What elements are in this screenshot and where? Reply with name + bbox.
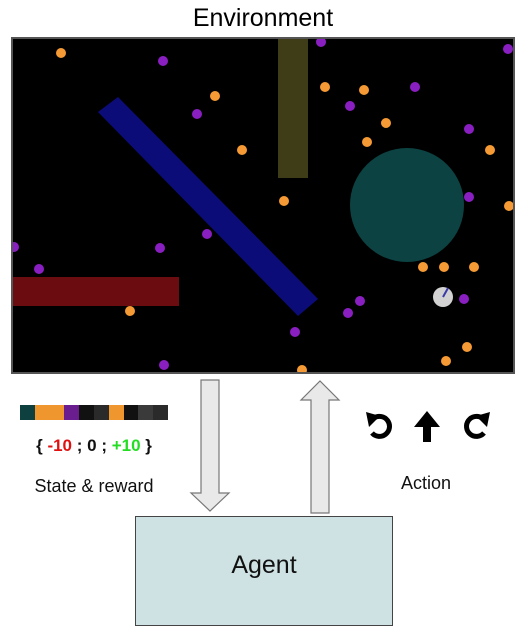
purple-items	[13, 39, 513, 370]
orange-item	[125, 306, 135, 316]
orange-item	[485, 145, 495, 155]
arrow-up-icon	[414, 411, 440, 442]
orange-item	[462, 342, 472, 352]
action-arrow-up	[299, 380, 341, 514]
state-bar-segment	[79, 405, 94, 420]
orange-item	[320, 82, 330, 92]
orange-item	[279, 196, 289, 206]
purple-item	[158, 56, 168, 66]
state-arrow-down	[189, 379, 231, 512]
olive-wall	[278, 39, 308, 178]
purple-item	[316, 39, 326, 47]
purple-item	[410, 82, 420, 92]
state-bar-segment	[108, 405, 124, 420]
reward-values: { -10 ; 0 ; +10 }	[20, 436, 168, 456]
rotate-right-icon	[464, 412, 490, 439]
reward-negative: -10	[47, 436, 73, 455]
orange-item	[237, 145, 247, 155]
state-bar-segment	[123, 405, 139, 420]
purple-item	[459, 294, 469, 304]
reward-separator: ;	[72, 436, 88, 455]
orange-item	[297, 365, 307, 372]
reward-open-brace: {	[36, 436, 48, 455]
environment-view	[11, 37, 515, 374]
rotate-left-icon	[366, 412, 392, 439]
state-bar-segment	[64, 405, 80, 420]
orange-item	[362, 137, 372, 147]
flow-arrows	[189, 379, 341, 514]
state-bar-segment	[153, 405, 168, 420]
state-vector-bar	[20, 405, 168, 420]
purple-item	[159, 360, 169, 370]
orange-item	[469, 262, 479, 272]
orange-item	[418, 262, 428, 272]
purple-item	[155, 243, 165, 253]
agent-heading	[442, 287, 449, 298]
environment-title: Environment	[192, 4, 334, 32]
purple-item	[13, 242, 19, 252]
state-bar-segment	[34, 405, 50, 420]
purple-item	[202, 229, 212, 239]
orange-item	[359, 85, 369, 95]
purple-item	[503, 44, 513, 54]
reward-positive: +10	[111, 436, 141, 455]
purple-item	[464, 124, 474, 134]
teal-disc	[350, 148, 464, 262]
purple-item	[34, 264, 44, 274]
purple-item	[343, 308, 353, 318]
blue-wall	[98, 97, 318, 316]
state-reward-label: State & reward	[34, 476, 154, 496]
orange-item	[504, 201, 513, 211]
state-bar-segment	[20, 405, 35, 420]
orange-item	[441, 356, 451, 366]
purple-item	[290, 327, 300, 337]
state-bar-segment	[93, 405, 109, 420]
agent-box	[135, 516, 393, 626]
purple-item	[464, 192, 474, 202]
purple-item	[192, 109, 202, 119]
agent-label: Agent	[231, 551, 297, 579]
orange-item	[439, 262, 449, 272]
reward-close-brace: }	[140, 436, 152, 455]
action-label: Action	[400, 473, 452, 493]
orange-item	[381, 118, 391, 128]
orange-item	[56, 48, 66, 58]
purple-item	[345, 101, 355, 111]
action-icons	[366, 411, 490, 442]
reward-zero: 0	[87, 436, 97, 455]
orange-item	[210, 91, 220, 101]
purple-item	[355, 296, 365, 306]
orange-items	[56, 48, 513, 372]
reward-separator: ;	[96, 436, 112, 455]
environment-scene	[13, 39, 513, 372]
state-bar-segment	[49, 405, 65, 420]
red-wall	[13, 277, 179, 306]
state-bar-segment	[138, 405, 154, 420]
